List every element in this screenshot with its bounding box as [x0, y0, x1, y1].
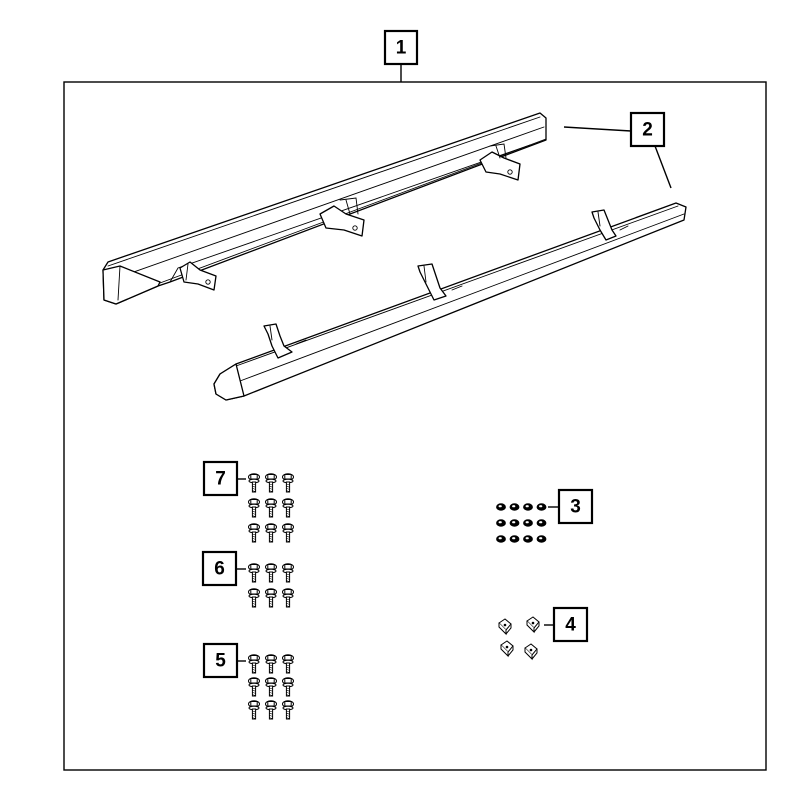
callout-4-box	[552, 606, 589, 643]
u-nut-clip-icon	[526, 616, 540, 634]
flange-bolt-icon	[282, 677, 294, 697]
callout-2-label: 2	[642, 120, 653, 141]
callout-2[interactable]: 2	[563, 111, 672, 189]
flange-bolt-icon	[282, 654, 294, 674]
callout-7-box	[202, 460, 239, 497]
callout-2-leader-b	[654, 145, 672, 189]
flange-bolt-icon	[248, 588, 260, 608]
hex-nut-icon	[536, 503, 547, 511]
callout-7[interactable]: 7	[202, 460, 246, 497]
flange-bolt-icon	[265, 588, 277, 608]
flange-bolt-icon	[282, 588, 294, 608]
running-board-left-rail	[169, 144, 531, 283]
hex-nut-icon	[496, 535, 506, 543]
u-nut-clip-icon	[524, 643, 538, 661]
running-board-left[interactable]	[102, 112, 547, 305]
flange-bolt-icon	[248, 677, 260, 697]
flange-bolt-icon	[248, 563, 260, 583]
flange-bolt-icon	[265, 473, 277, 493]
flange-bolt-icon	[248, 700, 260, 720]
hex-nut-icon	[536, 519, 547, 527]
flange-bolt-icon	[282, 523, 294, 543]
bracket	[479, 143, 521, 181]
hex-nut-icon	[509, 519, 520, 527]
running-board-left-edge-2	[113, 126, 545, 280]
callout-5-label: 5	[215, 651, 226, 672]
running-board-right-edge-2	[239, 213, 685, 382]
flange-bolt-icon	[282, 700, 294, 720]
callout-4[interactable]: 4	[544, 606, 589, 643]
flange-bolt-icon	[248, 498, 260, 518]
callout-4-label: 4	[565, 615, 576, 636]
hex-nut-icon	[523, 519, 533, 527]
flange-bolt-icon	[248, 523, 260, 543]
bracket	[319, 197, 365, 237]
callout-3-box	[557, 488, 594, 525]
callout-6-label: 6	[214, 559, 225, 580]
flange-bolt-icon	[265, 700, 277, 720]
hex-nut-icon	[536, 535, 547, 543]
running-board-right[interactable]	[213, 202, 687, 401]
bracket	[263, 323, 307, 359]
bracket	[417, 263, 463, 301]
flange-bolt-icon	[248, 654, 260, 674]
callout-2-box	[629, 111, 666, 148]
callout-5[interactable]: 5	[202, 642, 246, 679]
flange-bolt-icon	[282, 498, 294, 518]
hex-nut-icon	[496, 519, 506, 527]
callout-2-leader-a	[563, 126, 632, 132]
callout-3[interactable]: 3	[548, 488, 594, 525]
kit-frame	[63, 81, 767, 771]
bracket	[591, 209, 629, 241]
hex-nut-icon	[509, 535, 520, 543]
u-nut-clip-icon	[500, 640, 514, 658]
hex-nut-icon	[523, 535, 533, 543]
flange-bolt-icon	[265, 563, 277, 583]
flange-bolt-icon	[248, 473, 260, 493]
flange-bolt-icon	[265, 654, 277, 674]
callout-1-label: 1	[396, 38, 407, 59]
flange-bolt-icon	[265, 523, 277, 543]
running-board-right-endcap	[213, 363, 245, 401]
flange-bolt-icon	[265, 677, 277, 697]
callout-7-label: 7	[215, 469, 226, 490]
flange-bolt-icon	[265, 498, 277, 518]
running-board-left-edge-1	[107, 116, 541, 267]
hex-nut-icon	[523, 503, 533, 511]
flange-bolt-icon	[282, 563, 294, 583]
bracket	[179, 261, 217, 291]
hardware-layer	[248, 473, 547, 720]
u-nut-clip-icon	[498, 618, 512, 636]
hex-nut-icon	[496, 503, 506, 511]
flange-bolt-icon	[282, 473, 294, 493]
running-board-left-endcap-line	[117, 265, 121, 301]
callout-1-box	[383, 29, 419, 66]
hex-nut-icon	[509, 503, 520, 511]
callout-6[interactable]: 6	[201, 550, 246, 587]
callout-3-label: 3	[570, 497, 581, 518]
callout-1[interactable]: 1	[383, 29, 419, 82]
